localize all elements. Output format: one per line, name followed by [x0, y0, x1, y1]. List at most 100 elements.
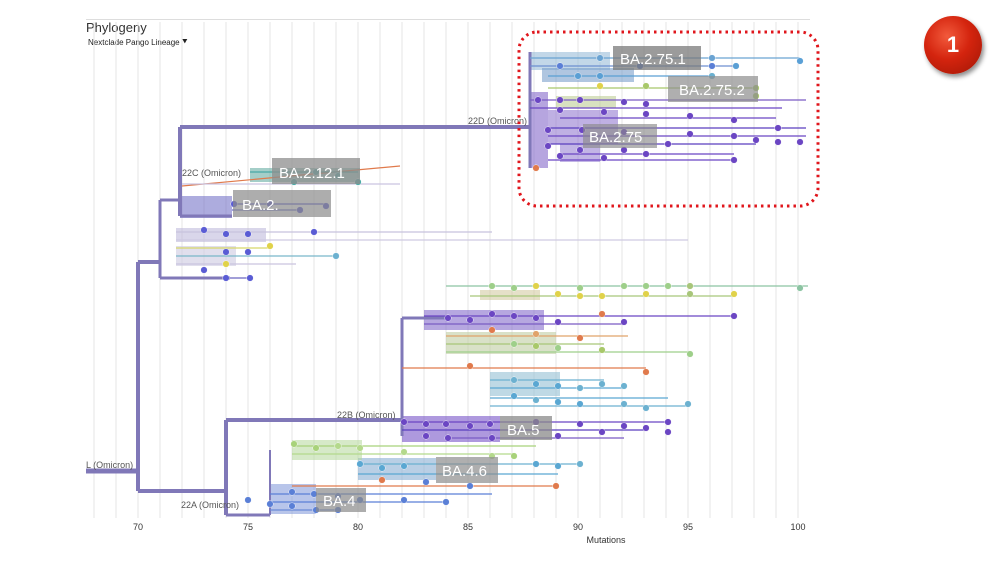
tip-marker[interactable] [532, 380, 540, 388]
tip-marker[interactable] [288, 488, 296, 496]
tip-marker[interactable] [552, 482, 560, 490]
tip-marker[interactable] [400, 462, 408, 470]
tip-marker[interactable] [598, 428, 606, 436]
tip-marker[interactable] [422, 478, 430, 486]
tip-marker[interactable] [554, 382, 562, 390]
tip-marker[interactable] [510, 312, 518, 320]
tree-branches[interactable] [86, 52, 808, 517]
tip-marker[interactable] [576, 420, 584, 428]
tip-marker[interactable] [642, 150, 650, 158]
tip-marker[interactable] [620, 382, 628, 390]
tip-marker[interactable] [466, 422, 474, 430]
tip-marker[interactable] [510, 340, 518, 348]
tip-marker[interactable] [574, 72, 582, 80]
tip-marker[interactable] [442, 420, 450, 428]
tip-marker[interactable] [642, 282, 650, 290]
tip-marker[interactable] [378, 464, 386, 472]
tip-marker[interactable] [708, 54, 716, 62]
tip-marker[interactable] [290, 440, 298, 448]
tip-marker[interactable] [532, 164, 540, 172]
tip-marker[interactable] [510, 376, 518, 384]
tip-marker[interactable] [598, 380, 606, 388]
tip-marker[interactable] [200, 266, 208, 274]
tip-marker[interactable] [510, 392, 518, 400]
tip-marker[interactable] [620, 422, 628, 430]
tip-marker[interactable] [244, 496, 252, 504]
tip-marker[interactable] [356, 460, 364, 468]
tip-marker[interactable] [554, 344, 562, 352]
tip-marker[interactable] [442, 498, 450, 506]
tip-marker[interactable] [554, 318, 562, 326]
tip-marker[interactable] [596, 54, 604, 62]
tip-marker[interactable] [730, 290, 738, 298]
tip-marker[interactable] [510, 452, 518, 460]
tip-marker[interactable] [796, 138, 804, 146]
tip-marker[interactable] [576, 384, 584, 392]
tip-marker[interactable] [620, 318, 628, 326]
tip-marker[interactable] [334, 442, 342, 450]
tip-marker[interactable] [620, 282, 628, 290]
tip-marker[interactable] [532, 342, 540, 350]
tip-marker[interactable] [642, 110, 650, 118]
tip-marker[interactable] [400, 448, 408, 456]
tip-marker[interactable] [600, 108, 608, 116]
tip-marker[interactable] [664, 140, 672, 148]
tip-marker[interactable] [310, 228, 318, 236]
tip-marker[interactable] [466, 362, 474, 370]
tip-marker[interactable] [488, 434, 496, 442]
tip-marker[interactable] [544, 142, 552, 150]
tip-marker[interactable] [246, 274, 254, 282]
tip-marker[interactable] [642, 424, 650, 432]
tip-marker[interactable] [510, 284, 518, 292]
tip-marker[interactable] [266, 242, 274, 250]
tip-marker[interactable] [400, 496, 408, 504]
tip-marker[interactable] [686, 130, 694, 138]
tip-marker[interactable] [684, 400, 692, 408]
tip-marker[interactable] [554, 462, 562, 470]
tip-marker[interactable] [556, 152, 564, 160]
tip-marker[interactable] [732, 62, 740, 70]
tip-marker[interactable] [356, 444, 364, 452]
tip-marker[interactable] [730, 116, 738, 124]
tip-marker[interactable] [686, 282, 694, 290]
tip-marker[interactable] [774, 124, 782, 132]
tip-marker[interactable] [222, 260, 230, 268]
tip-marker[interactable] [222, 248, 230, 256]
tip-marker[interactable] [796, 284, 804, 292]
tip-marker[interactable] [488, 326, 496, 334]
tip-marker[interactable] [556, 106, 564, 114]
tip-marker[interactable] [400, 418, 408, 426]
tip-marker[interactable] [534, 96, 542, 104]
tip-marker[interactable] [796, 57, 804, 65]
tip-marker[interactable] [332, 252, 340, 260]
tip-marker[interactable] [556, 62, 564, 70]
tip-marker[interactable] [422, 420, 430, 428]
tip-marker[interactable] [686, 290, 694, 298]
tip-marker[interactable] [576, 96, 584, 104]
tip-marker[interactable] [576, 292, 584, 300]
tip-marker[interactable] [642, 100, 650, 108]
tip-marker[interactable] [620, 98, 628, 106]
tip-marker[interactable] [600, 154, 608, 162]
tip-marker[interactable] [730, 132, 738, 140]
tip-marker[interactable] [222, 230, 230, 238]
tip-marker[interactable] [642, 368, 650, 376]
tip-marker[interactable] [200, 226, 208, 234]
tip-marker[interactable] [576, 400, 584, 408]
tip-marker[interactable] [554, 398, 562, 406]
tip-marker[interactable] [774, 138, 782, 146]
tip-marker[interactable] [554, 290, 562, 298]
tip-marker[interactable] [664, 428, 672, 436]
tip-marker[interactable] [596, 72, 604, 80]
tip-marker[interactable] [532, 460, 540, 468]
tip-marker[interactable] [222, 274, 230, 282]
tip-marker[interactable] [444, 434, 452, 442]
tip-marker[interactable] [598, 310, 606, 318]
tip-marker[interactable] [664, 418, 672, 426]
tip-marker[interactable] [244, 248, 252, 256]
tip-marker[interactable] [554, 432, 562, 440]
tip-marker[interactable] [466, 316, 474, 324]
tip-marker[interactable] [686, 350, 694, 358]
tip-marker[interactable] [288, 502, 296, 510]
